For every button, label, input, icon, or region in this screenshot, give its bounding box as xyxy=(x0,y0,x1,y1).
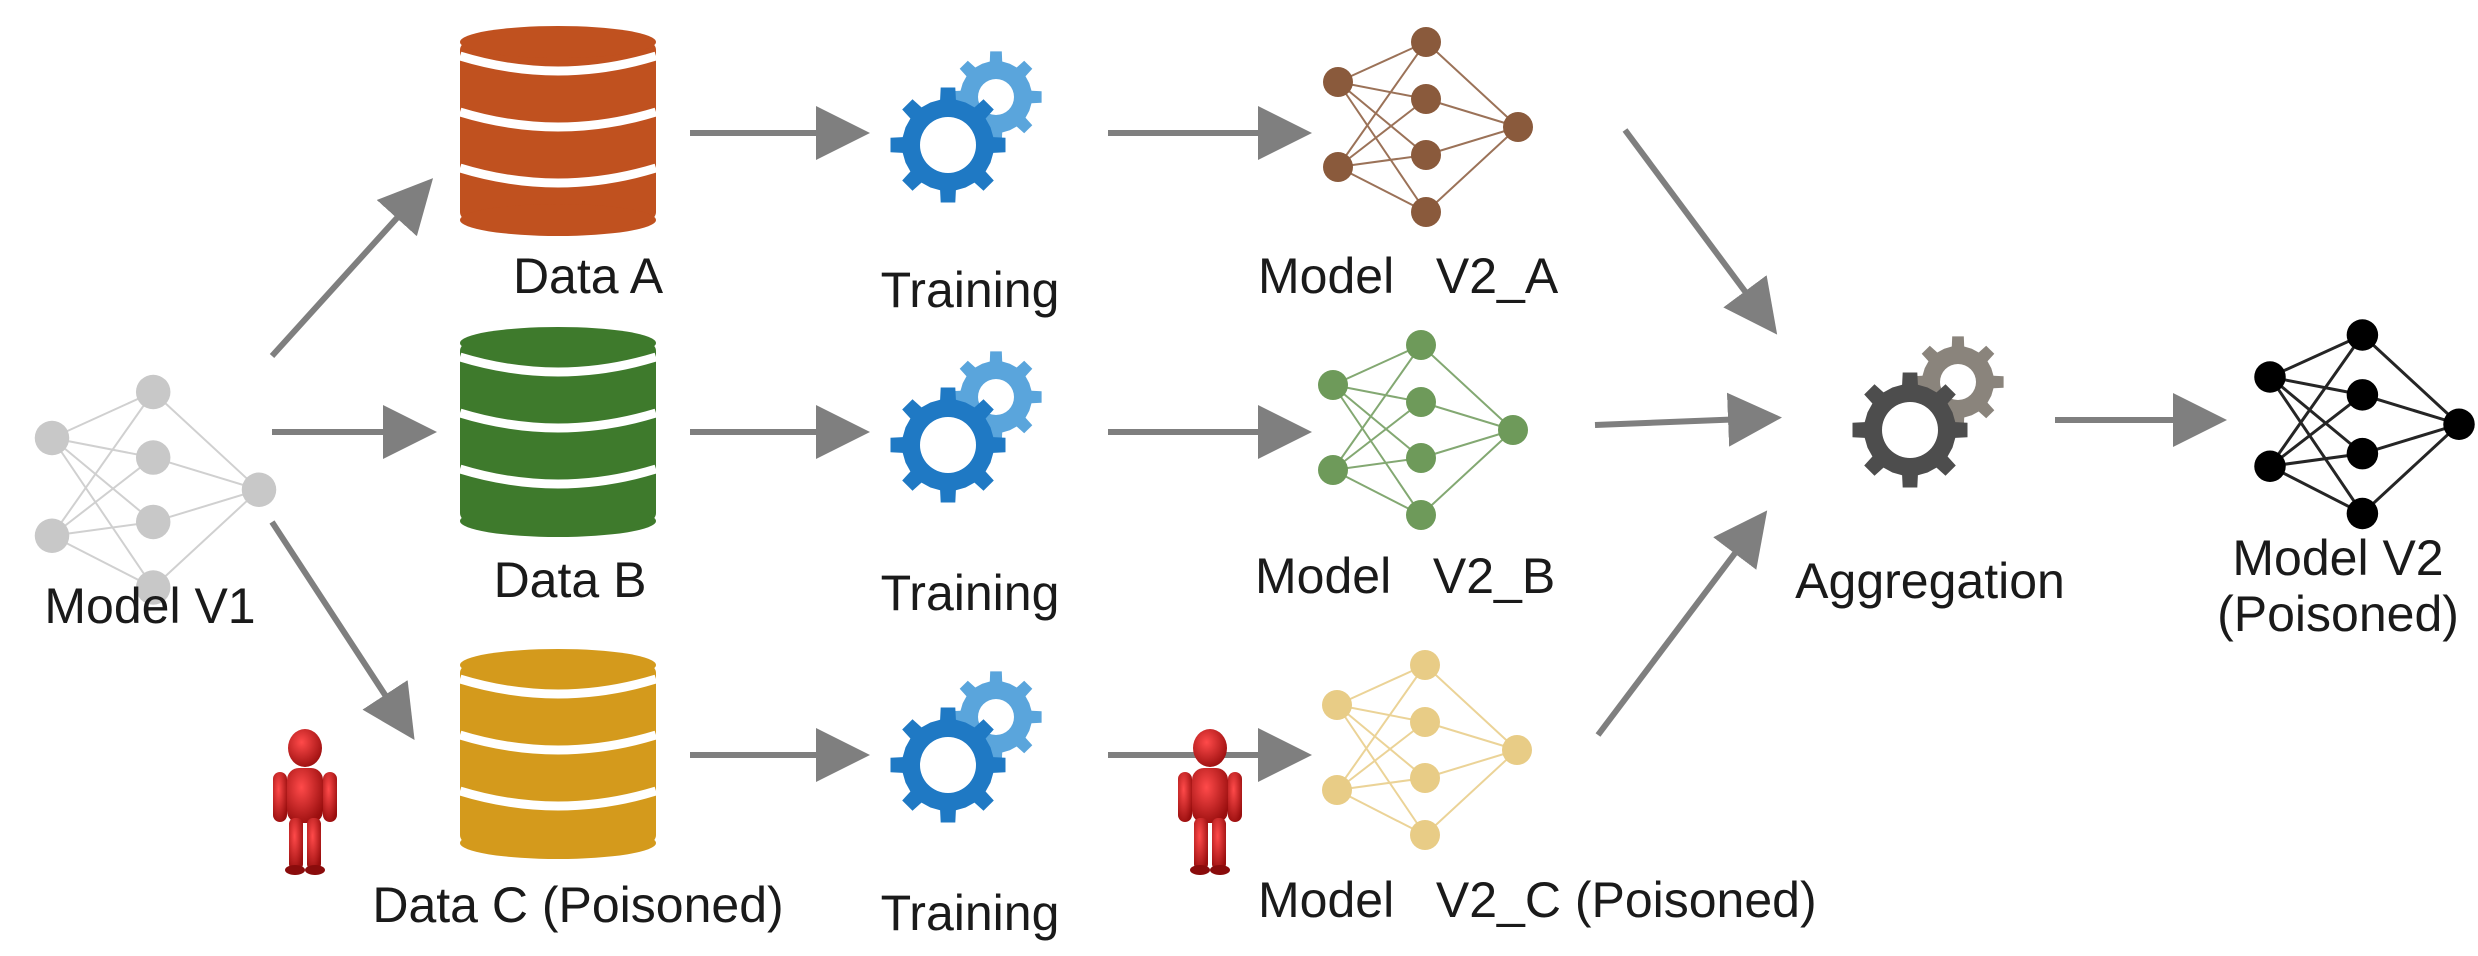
training-a-gears-icon xyxy=(890,51,1042,203)
model-v2-c-label: Model V2_C (Poisoned) xyxy=(1258,872,1817,928)
model-v2-label-line2: (Poisoned) xyxy=(2217,586,2459,642)
diagram-nodes xyxy=(34,26,2475,875)
arrow-model-c-to-aggregation xyxy=(1595,510,1768,737)
arrow-v1-to-data-a xyxy=(269,178,434,359)
data-b-database-icon xyxy=(458,327,658,537)
aggregation-gears-icon xyxy=(1852,336,2004,488)
training-c-gears-icon xyxy=(890,671,1042,823)
model-v2-b-label: Model V2_B xyxy=(1255,548,1556,604)
model-v1-network-icon xyxy=(34,374,277,605)
model-v2-label-line1: Model V2 xyxy=(2232,530,2444,586)
arrow-v1-to-data-c xyxy=(269,520,415,741)
model-v2-c-network-icon xyxy=(1322,650,1532,850)
data-a-label: Data A xyxy=(512,248,664,304)
training-c-label: Training xyxy=(880,885,1060,941)
training-b-gears-icon xyxy=(890,351,1042,503)
attacker-icon-model-c xyxy=(1178,729,1242,875)
model-v1-label: Model V1 xyxy=(44,578,256,634)
flow-arrows xyxy=(269,106,2227,782)
model-v2-final-network-icon xyxy=(2254,319,2475,530)
model-v2-b-network-icon xyxy=(1318,330,1528,530)
arrow-model-b-to-aggregation xyxy=(1594,392,1782,447)
model-v2-a-label: Model V2_A xyxy=(1258,248,1559,304)
model-v2-a-network-icon xyxy=(1323,27,1533,227)
data-c-database-icon xyxy=(458,649,658,859)
data-b-label: Data B xyxy=(493,552,647,608)
training-b-label: Training xyxy=(880,565,1060,621)
aggregation-label: Aggregation xyxy=(1795,553,2065,609)
attacker-icon-data-c xyxy=(273,729,337,875)
data-a-database-icon xyxy=(458,26,658,236)
arrow-model-a-to-aggregation xyxy=(1622,128,1778,335)
data-c-label: Data C (Poisoned) xyxy=(372,877,784,933)
training-a-label: Training xyxy=(880,262,1060,318)
